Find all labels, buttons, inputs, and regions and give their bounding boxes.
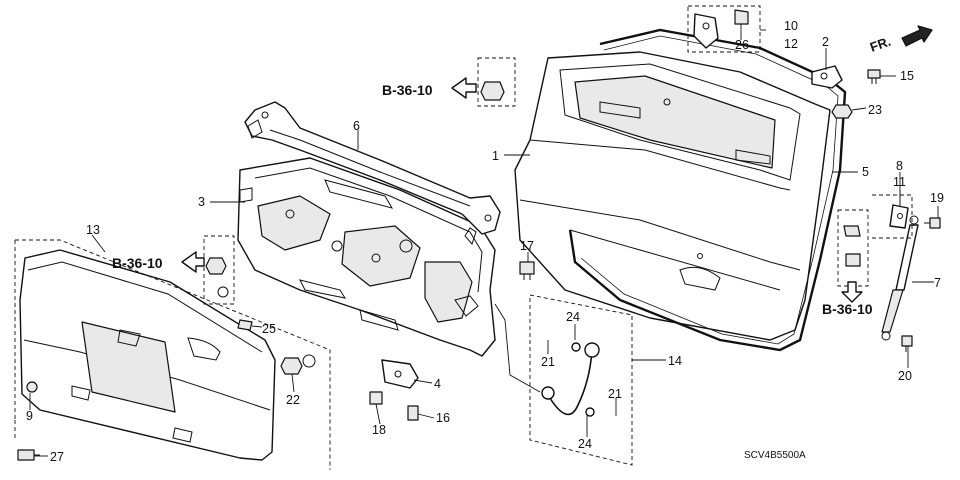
callout-17: 17 <box>520 239 534 253</box>
harness-group-bracket <box>529 294 633 466</box>
ref-arrow-left <box>181 251 205 273</box>
clip-top-group <box>477 57 516 107</box>
front-direction-arrow <box>901 25 933 47</box>
clip-25 <box>237 319 253 331</box>
bolt-19 <box>924 217 941 229</box>
hinge-group-bracket <box>687 5 761 53</box>
drawing-code: SCV4B5500A <box>744 450 806 461</box>
clip-top <box>480 81 505 101</box>
clip-right-group <box>837 209 869 287</box>
ref-label-top: B-36-10 <box>382 82 433 98</box>
callout-21b: 21 <box>608 387 622 401</box>
callout-10: 10 <box>784 19 798 33</box>
clip-right <box>843 225 861 267</box>
garnish-bracket-top <box>15 239 331 470</box>
outer-garnish <box>19 249 276 461</box>
tailgate-panel <box>514 51 831 341</box>
harness-link-line <box>494 303 541 393</box>
ref-label-right: B-36-10 <box>822 301 873 317</box>
bolt-9 <box>26 381 38 393</box>
clip-left-group <box>203 235 235 305</box>
tailgate-hinge <box>811 65 843 89</box>
callout-18: 18 <box>372 423 386 437</box>
callout-23: 23 <box>868 103 882 117</box>
callout-3: 3 <box>198 195 205 209</box>
nut-23 <box>831 104 853 119</box>
bolt-20 <box>901 335 913 352</box>
guard-bar <box>244 101 501 235</box>
leader-lines <box>29 24 939 457</box>
harness-cable <box>541 342 600 417</box>
ref-arrow-right <box>841 281 863 303</box>
callout-26: 26 <box>735 38 749 52</box>
callout-16: 16 <box>436 411 450 425</box>
callout-24b: 24 <box>578 437 592 451</box>
strut-bracket <box>889 204 909 229</box>
callout-25: 25 <box>262 322 276 336</box>
callout-12: 12 <box>784 37 798 51</box>
callout-20: 20 <box>898 369 912 383</box>
callout-7: 7 <box>934 276 941 290</box>
bolt-15 <box>867 69 881 84</box>
callout-13: 13 <box>86 223 100 237</box>
nut-22 <box>280 354 316 375</box>
callout-6: 6 <box>353 119 360 133</box>
callout-8: 8 <box>896 159 903 173</box>
callout-5: 5 <box>862 165 869 179</box>
hinge-bracket-top <box>693 9 749 49</box>
ref-arrow-top <box>451 77 477 99</box>
callout-22: 22 <box>286 393 300 407</box>
latch-bracket-4 <box>381 359 419 389</box>
callout-1: 1 <box>492 149 499 163</box>
callout-19: 19 <box>930 191 944 205</box>
callout-2: 2 <box>822 35 829 49</box>
clip-left <box>205 257 229 298</box>
callout-11: 11 <box>893 175 906 189</box>
bolt-18 <box>369 391 383 405</box>
callout-9: 9 <box>26 409 33 423</box>
callout-24a: 24 <box>566 310 580 324</box>
bolt-17 <box>519 261 535 280</box>
bolt-27 <box>17 449 40 461</box>
gas-strut <box>881 215 919 341</box>
inner-frame <box>237 157 496 357</box>
ref-label-left: B-36-10 <box>112 255 163 271</box>
callout-14: 14 <box>668 354 682 368</box>
callout-21a: 21 <box>541 355 555 369</box>
bolt-16 <box>407 405 419 421</box>
callout-4: 4 <box>434 377 441 391</box>
front-marker-label: FR. <box>868 34 893 55</box>
callout-27: 27 <box>50 450 64 464</box>
callout-15: 15 <box>900 69 914 83</box>
